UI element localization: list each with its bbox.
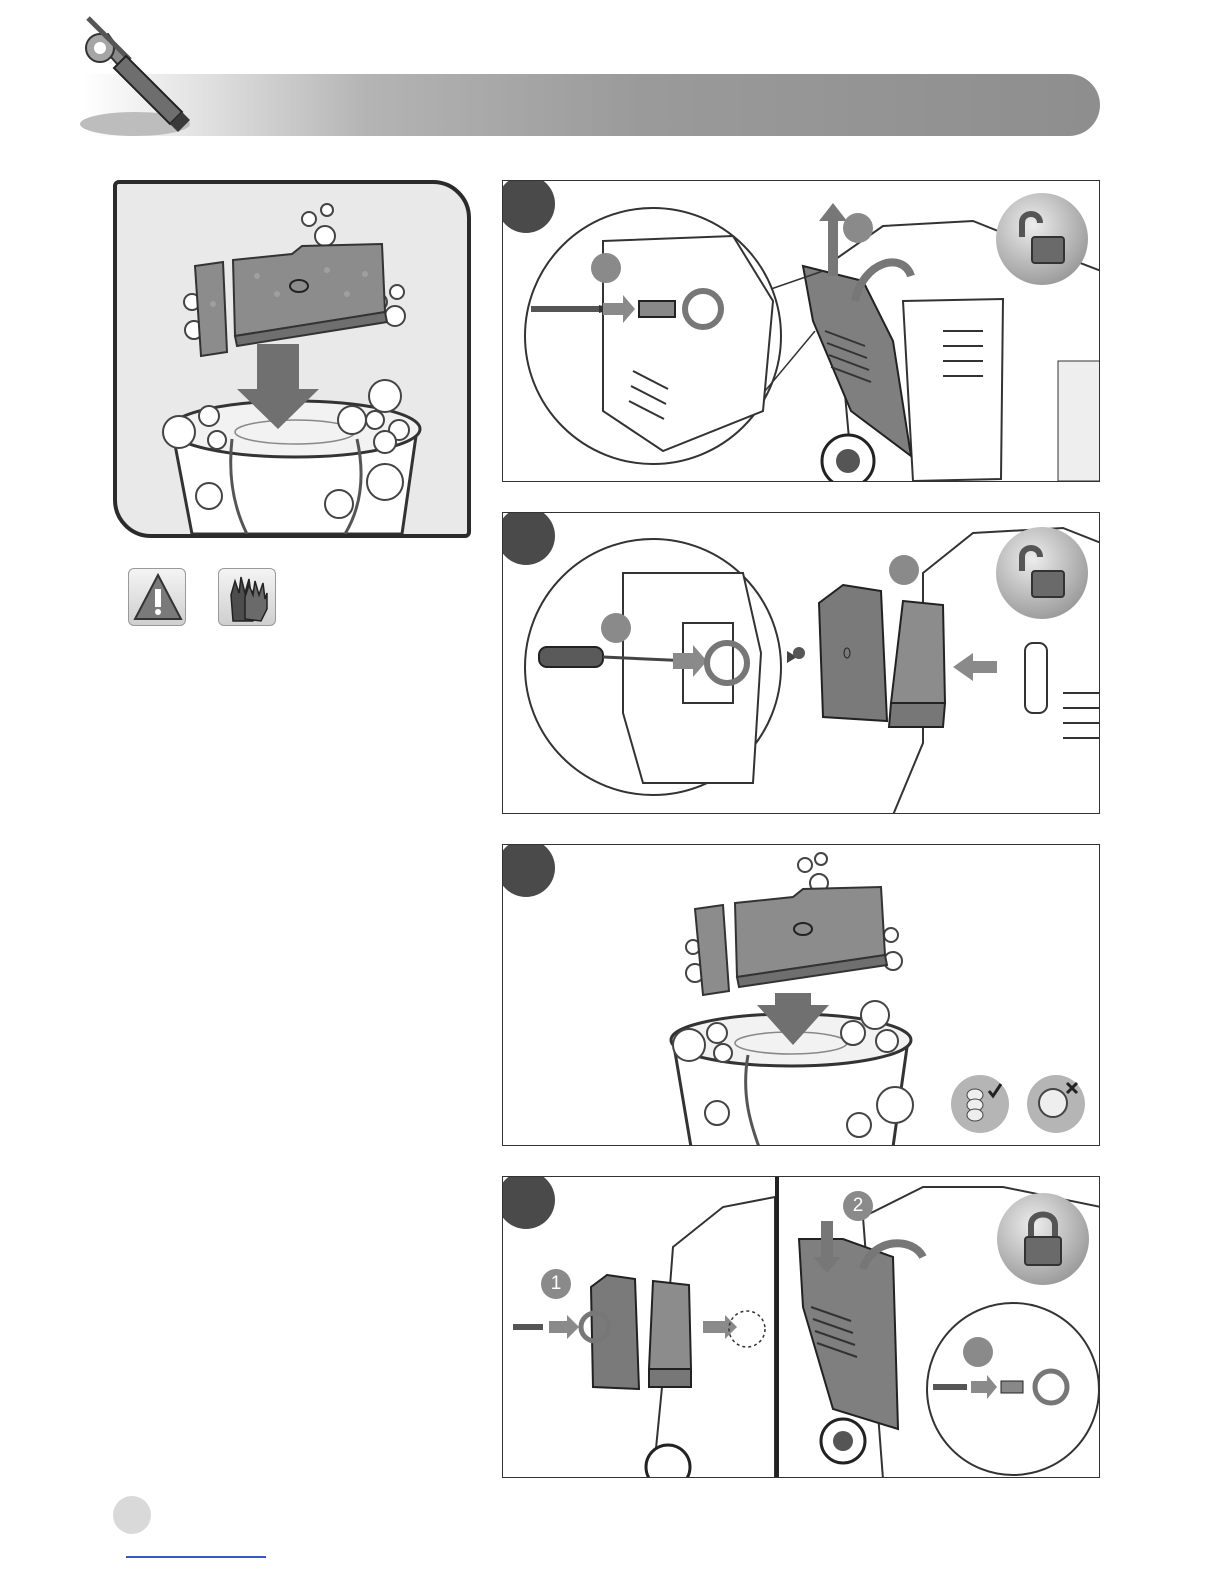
sub-step-badge <box>843 213 873 243</box>
intro-illustration <box>113 180 471 538</box>
sub-step-badge <box>591 253 621 283</box>
step-2-panel <box>502 512 1100 814</box>
header-band <box>82 74 1100 136</box>
squeeze-ok-icon <box>949 1073 1011 1135</box>
twist-not-ok-icon <box>1025 1073 1087 1135</box>
gloves-icon <box>218 568 276 626</box>
sub-step-badge <box>601 613 631 643</box>
sub-step-badge: 1 <box>541 1269 571 1299</box>
step-3-panel <box>502 844 1100 1146</box>
unlock-icon <box>996 527 1088 619</box>
sub-step-badge <box>963 1337 993 1367</box>
lock-icon <box>997 1193 1089 1285</box>
warning-triangle-icon <box>128 568 186 626</box>
step-1-panel <box>502 180 1100 482</box>
step-4-panel: 1 2 <box>502 1176 1100 1478</box>
unlock-icon <box>996 193 1088 285</box>
page-number-dot <box>113 1496 151 1534</box>
sub-step-badge: 2 <box>843 1191 873 1221</box>
sub-step-badge <box>889 555 919 585</box>
footer-link[interactable] <box>126 1556 266 1558</box>
tools-icon <box>70 14 200 142</box>
